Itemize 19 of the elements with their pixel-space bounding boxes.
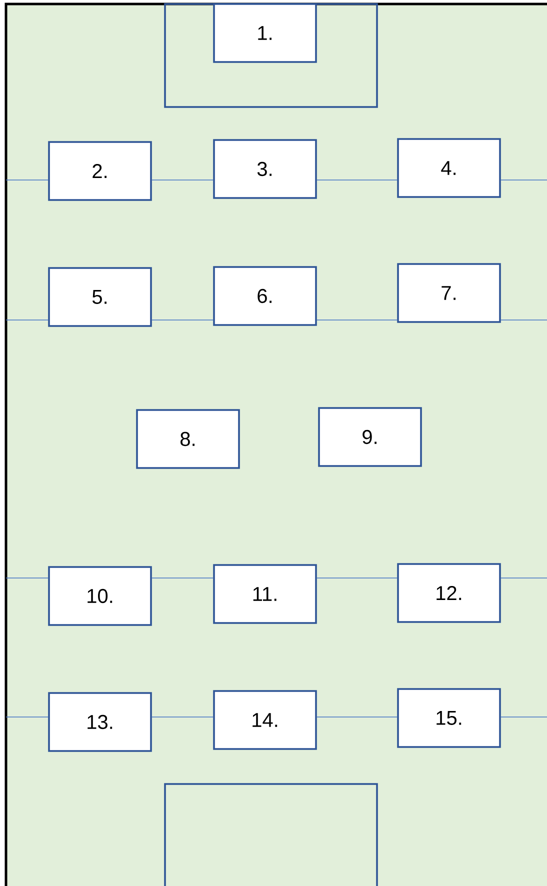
player-box: 2.	[48, 141, 152, 201]
player-box: 5.	[48, 267, 152, 327]
row-line	[6, 716, 48, 718]
player-box: 13.	[48, 692, 152, 752]
player-box: 7.	[397, 263, 501, 323]
player-box: 3.	[213, 139, 317, 199]
player-box: 12.	[397, 563, 501, 623]
player-box: 11.	[213, 564, 317, 624]
player-box: 9.	[318, 407, 422, 467]
player-box: 4.	[397, 138, 501, 198]
player-box: 6.	[213, 266, 317, 326]
player-box: 14.	[213, 690, 317, 750]
player-box: 8.	[136, 409, 240, 469]
row-line	[500, 716, 547, 718]
player-box: 10.	[48, 566, 152, 626]
player-box: 1.	[213, 3, 317, 63]
player-box: 15.	[397, 688, 501, 748]
row-line	[152, 716, 214, 718]
row-line	[316, 716, 398, 718]
